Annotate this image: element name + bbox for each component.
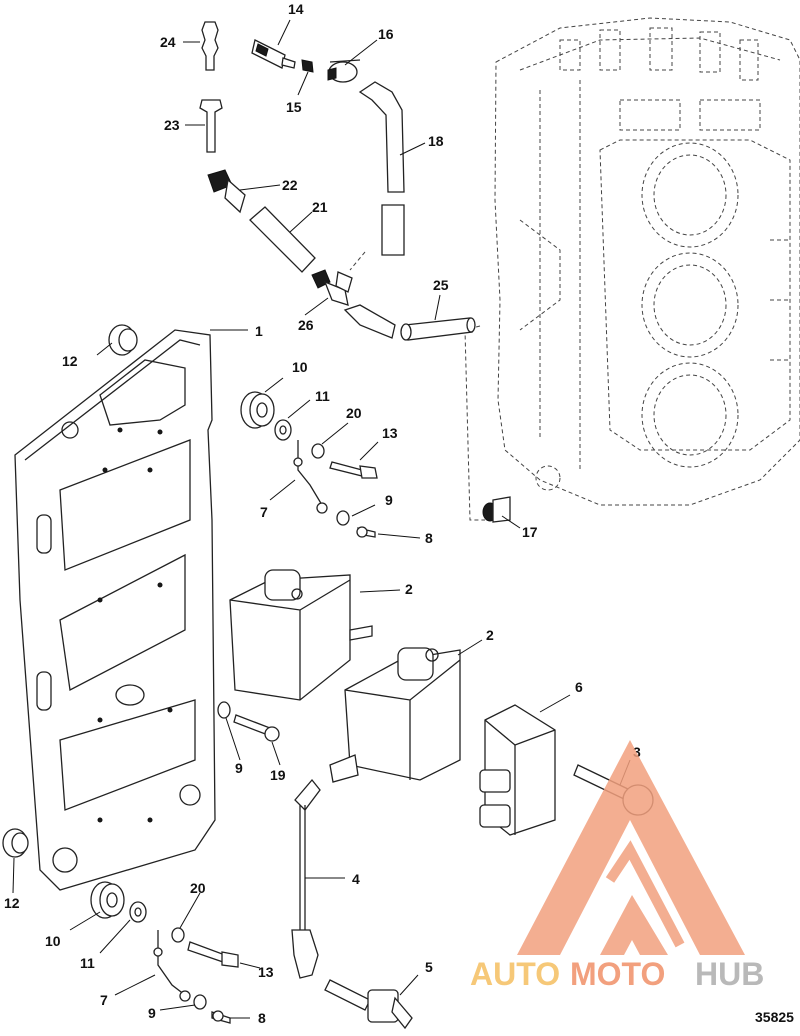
washer-lower	[129, 901, 147, 923]
screw-mid	[356, 526, 376, 538]
callout-13b: 13	[258, 964, 274, 980]
grommet-upper	[108, 324, 138, 356]
watermark-text-hub: HUB	[695, 956, 764, 992]
callout-5: 5	[425, 959, 433, 975]
callout-7a: 7	[260, 504, 268, 520]
figure-number: 35825	[755, 1009, 794, 1025]
clamp-16	[327, 59, 361, 83]
ignition-coil-lower	[329, 647, 461, 783]
callout-4: 4	[352, 871, 360, 887]
callout-7b: 7	[100, 992, 108, 1008]
bolt-upper	[329, 461, 378, 479]
washer-small-lower	[171, 927, 185, 943]
callout-10b: 10	[45, 933, 61, 949]
callout-8a: 8	[425, 530, 433, 546]
ground-lead-upper	[293, 440, 328, 514]
ground-lead-lower	[153, 930, 191, 1002]
callout-14: 14	[288, 1, 304, 17]
check-valve-15	[301, 59, 314, 73]
callout-16: 16	[378, 26, 394, 42]
callout-2a: 2	[405, 581, 413, 597]
callout-19: 19	[270, 767, 286, 783]
callout-10a: 10	[292, 359, 308, 375]
callout-9c: 9	[148, 1005, 156, 1021]
hose-25	[343, 304, 476, 341]
washer-upper	[274, 419, 292, 441]
watermark-triangle-icon	[517, 740, 745, 955]
ignition-coil-upper	[229, 569, 373, 701]
callout-2b: 2	[486, 627, 494, 643]
spark-plug	[324, 979, 413, 1030]
watermark-text: AUTO MOTO HUB	[470, 956, 764, 992]
callout-12b: 12	[4, 895, 20, 911]
callout-25: 25	[433, 277, 449, 293]
callout-11b: 11	[80, 955, 95, 971]
callout-1: 1	[255, 323, 263, 339]
coil-mount-bolt	[233, 714, 280, 742]
bolt-lower	[187, 941, 239, 968]
engine-block	[494, 17, 800, 506]
callout-labels: 1 2 2 3 4 5 6 7 7 8 8 9 9 9 10 10 11 11 …	[4, 1, 641, 1026]
fitting-14	[251, 39, 296, 69]
mount-bushing-upper	[240, 391, 275, 429]
mounting-plate	[14, 329, 216, 891]
washer-coil	[217, 701, 231, 719]
callout-11a: 11	[315, 388, 330, 404]
callout-13a: 13	[382, 425, 398, 441]
screw-bottom	[211, 1010, 231, 1024]
callout-23: 23	[164, 117, 180, 133]
callout-8b: 8	[258, 1010, 266, 1026]
washer-bottom	[193, 994, 207, 1010]
leader-lines	[12, 19, 631, 1019]
ignition-module	[479, 704, 556, 836]
hose-18	[358, 81, 405, 256]
elbow-22	[207, 169, 246, 214]
watermark-logo	[517, 740, 745, 955]
grommet-lower	[2, 828, 29, 858]
callout-9b: 9	[235, 760, 243, 776]
callout-20b: 20	[190, 880, 206, 896]
callout-15: 15	[286, 99, 302, 115]
callout-26: 26	[298, 317, 314, 333]
callout-20a: 20	[346, 405, 362, 421]
mount-bushing-lower	[90, 881, 125, 919]
callout-3: 3	[633, 744, 641, 760]
callout-9a: 9	[385, 492, 393, 508]
callout-24: 24	[160, 34, 176, 50]
callout-18: 18	[428, 133, 444, 149]
washer-mid	[336, 510, 350, 526]
fitting-17	[482, 496, 511, 523]
callout-6: 6	[575, 679, 583, 695]
callout-21: 21	[312, 199, 328, 215]
tee-26	[311, 269, 353, 306]
spark-plug-wire	[291, 778, 321, 979]
hose-21	[249, 206, 316, 273]
fitting-23	[199, 99, 223, 153]
callout-17: 17	[522, 524, 538, 540]
fitting-24	[201, 21, 219, 71]
callout-22: 22	[282, 177, 298, 193]
watermark-text-auto: AUTO	[470, 956, 560, 992]
callout-12a: 12	[62, 353, 78, 369]
washer-small-upper	[311, 443, 325, 459]
watermark-text-moto: MOTO	[570, 956, 665, 992]
